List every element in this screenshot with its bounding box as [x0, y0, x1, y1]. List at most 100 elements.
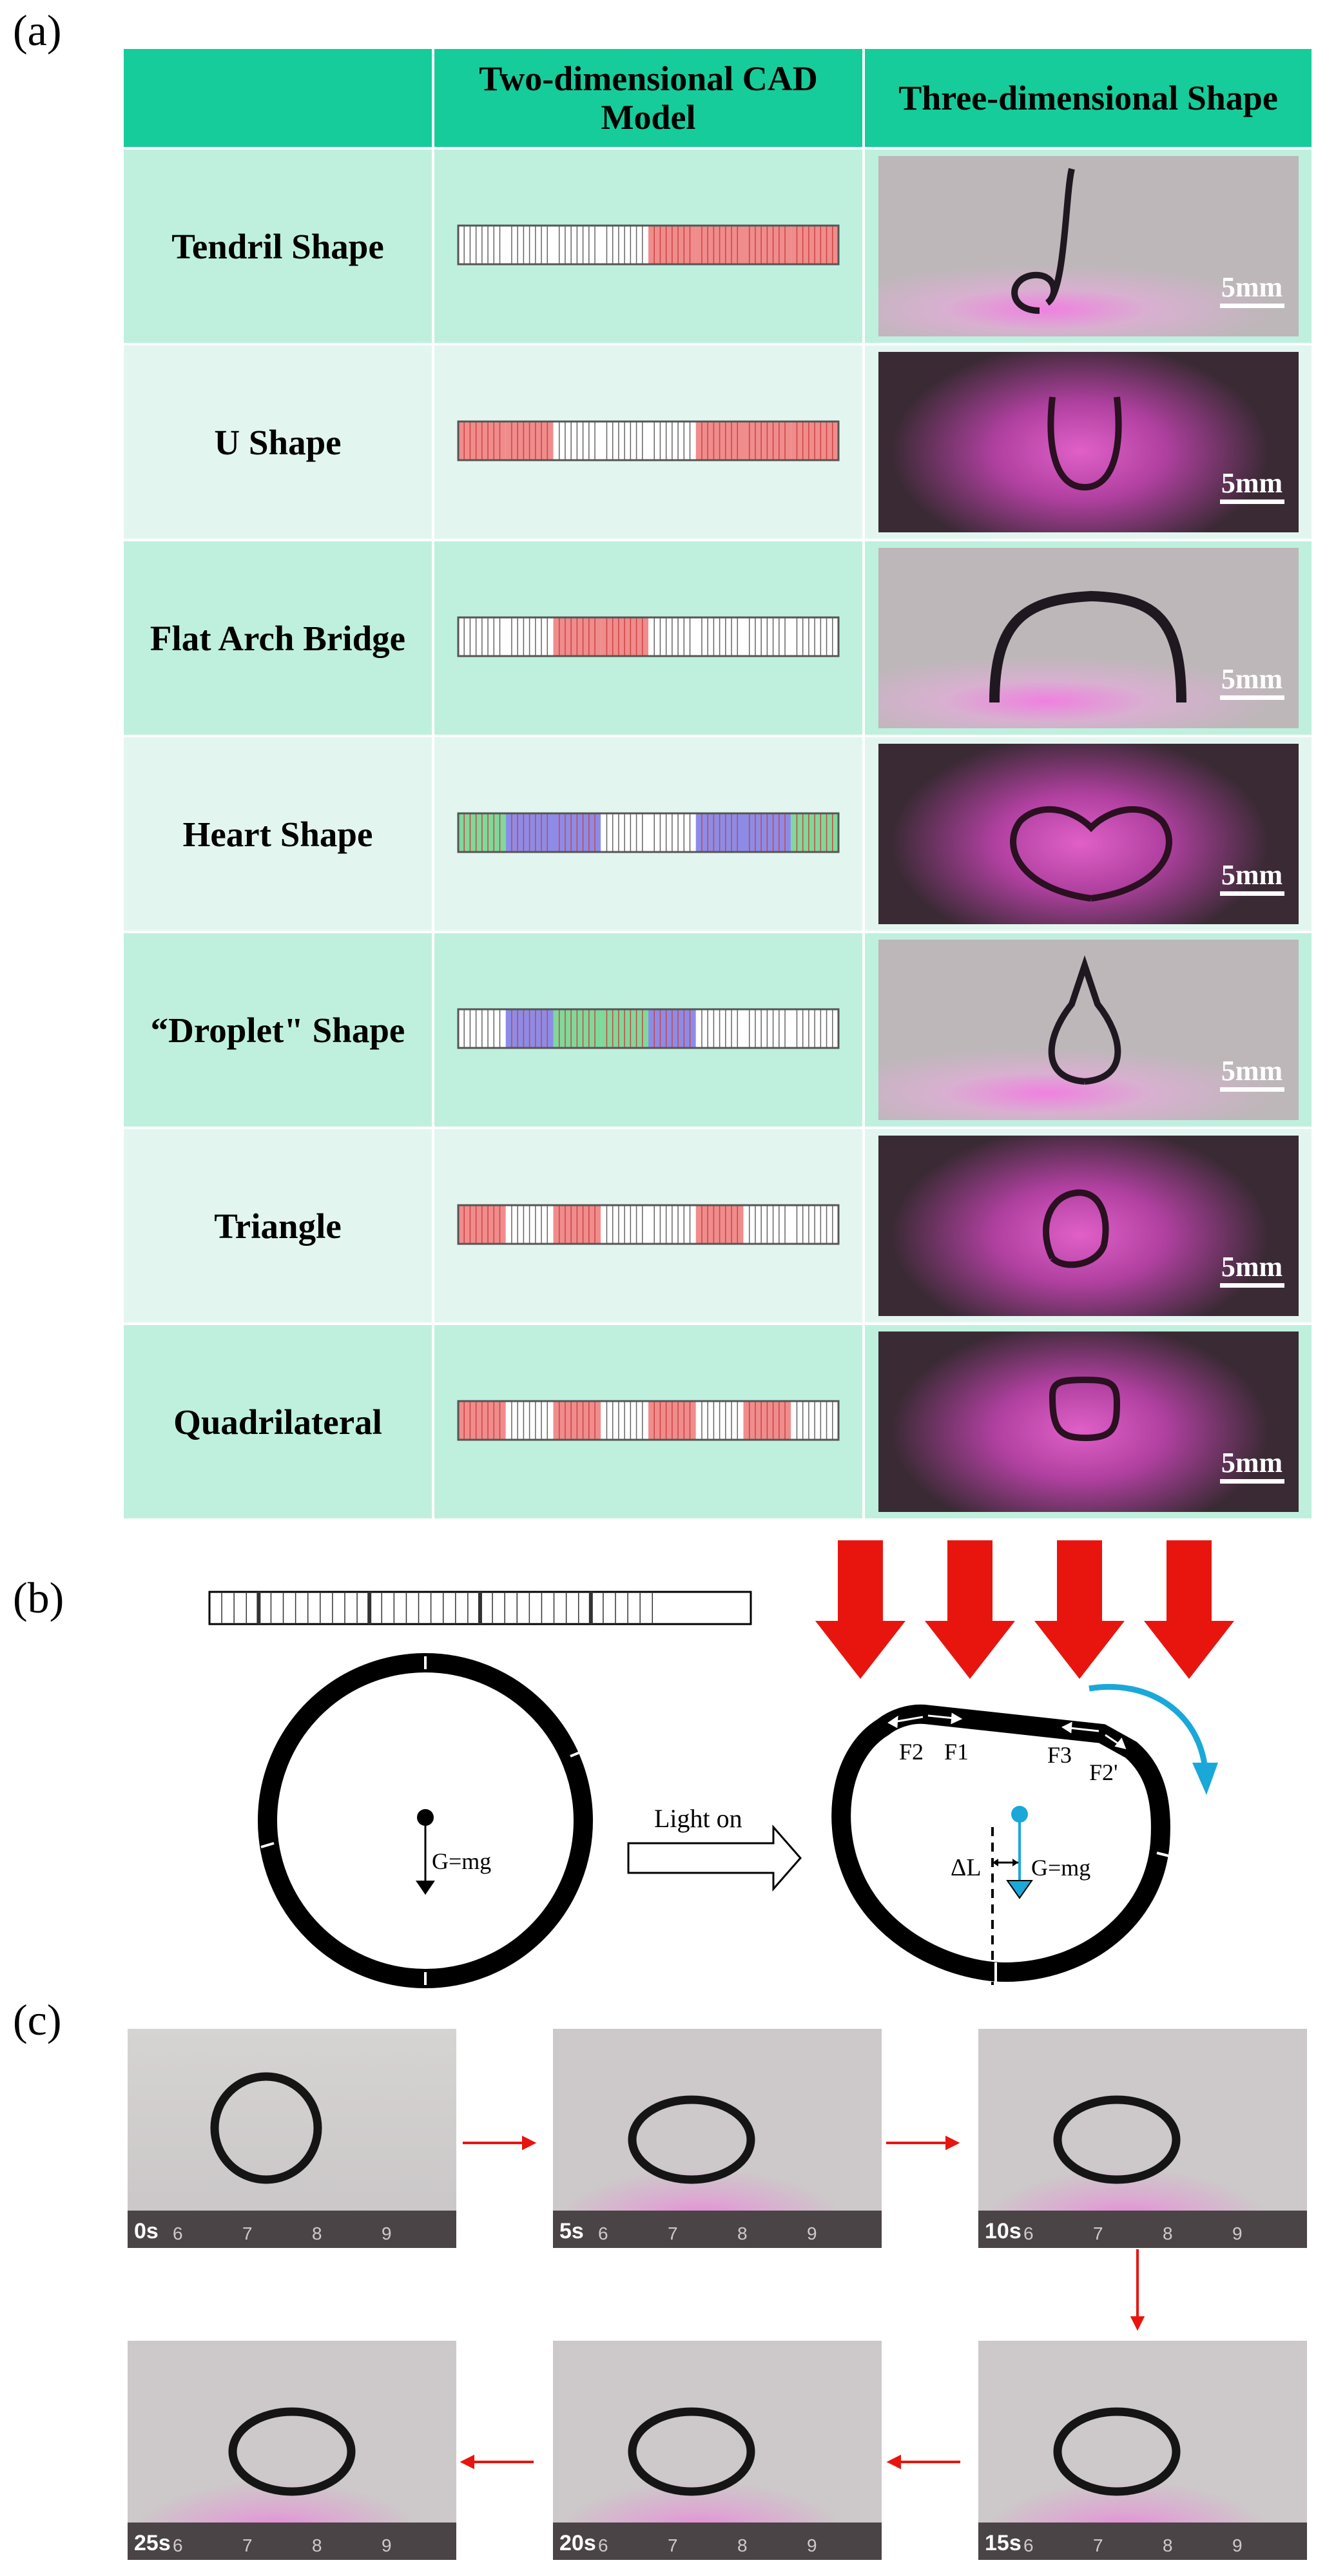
shape-outline: [989, 590, 1186, 703]
force-label-f2-prime: F2': [1089, 1759, 1118, 1785]
table-row: Quadrilateral 5mm: [121, 1322, 1314, 1521]
cad-strip: [457, 1400, 840, 1440]
scale-bar: 5mm: [1219, 1446, 1284, 1486]
scale-bar: 5mm: [1219, 1054, 1284, 1094]
ruler-number: 6: [173, 2223, 183, 2243]
ruler-number: 6: [173, 2535, 183, 2555]
shape-name: “Droplet" Shape: [121, 931, 434, 1129]
shape-outline: [1049, 1376, 1120, 1442]
table-header-row: Two-dimensional CAD Model Three-dimensio…: [121, 46, 1314, 150]
shape-name: Tendril Shape: [121, 147, 434, 345]
light-on-arrow: [627, 1825, 802, 1892]
shape-name: Flat Arch Bridge: [121, 539, 434, 737]
cad-model-cell: [432, 343, 865, 541]
header-name: [121, 46, 434, 150]
scale-bar-label: 5mm: [1221, 859, 1283, 891]
scale-bar-line: [1219, 1283, 1284, 1288]
ruler-number: 9: [382, 2223, 392, 2243]
cad-strip: [457, 1204, 840, 1244]
cad-strip: [457, 224, 840, 265]
cad-strip: [457, 812, 840, 853]
shape-name: Heart Shape: [121, 735, 434, 933]
ruler-number: 7: [1093, 2535, 1103, 2555]
ring-deformed: [831, 1704, 1170, 1985]
3d-shape-cell: 5mm: [862, 735, 1314, 933]
ruler-number: 7: [1093, 2223, 1103, 2243]
3d-shape-cell: 5mm: [862, 1127, 1314, 1325]
shape-outline: [1042, 1189, 1109, 1268]
cad-model-cell: [432, 931, 865, 1129]
delta-l-label: ΔL: [951, 1854, 982, 1881]
scale-bar-label: 5mm: [1221, 1055, 1283, 1087]
ruler-number: 8: [1163, 2535, 1173, 2555]
shape-name: Quadrilateral: [121, 1322, 434, 1521]
ring-photo: [628, 2095, 755, 2184]
timestamp-label: 25s: [134, 2531, 171, 2555]
scale-bar-label: 5mm: [1221, 663, 1283, 695]
light-arrow-4: [1144, 1540, 1234, 1679]
table-row: Flat Arch Bridge 5mm: [121, 539, 1314, 737]
ruler-number: 9: [807, 2223, 817, 2243]
3d-shape-cell: 5mm: [862, 147, 1314, 345]
ruler-number: 7: [668, 2535, 678, 2555]
force-label-f3: F3: [1047, 1742, 1072, 1768]
shape-photo: 5mm: [878, 352, 1299, 532]
cad-model-cell: [432, 1322, 865, 1521]
header-3d: Three-dimensional Shape: [862, 46, 1314, 150]
ruler-number: 9: [1232, 2535, 1243, 2555]
scale-bar: 5mm: [1219, 1250, 1284, 1290]
light-arrow-3: [1034, 1540, 1125, 1679]
scale-bar-line: [1219, 695, 1284, 700]
rotation-arrow: [1089, 1683, 1208, 1770]
table-row: Heart Shape 5mm: [121, 735, 1314, 933]
light-arrows: [815, 1540, 1234, 1679]
timestamp-label: 5s: [559, 2219, 584, 2243]
shape-photo: 5mm: [878, 548, 1299, 728]
scale-bar-label: 5mm: [1221, 1251, 1283, 1283]
timestamp-label: 0s: [134, 2219, 159, 2243]
ring-photo: [628, 2407, 755, 2496]
shape-photo: 5mm: [878, 1136, 1299, 1316]
scale-bar-line: [1219, 1479, 1284, 1484]
timestamp-label: 10s: [985, 2219, 1021, 2243]
scale-bar: 5mm: [1219, 467, 1284, 507]
timestamp-label: 20s: [559, 2531, 596, 2555]
right-gravity-label: G=mg: [1031, 1855, 1090, 1881]
cad-model-cell: [432, 735, 865, 933]
light-arrow-1: [815, 1540, 905, 1679]
scale-bar-line: [1219, 1087, 1284, 1092]
cad-strip: [457, 1008, 840, 1049]
cad-model-cell: [432, 539, 865, 737]
table-row: Triangle 5mm: [121, 1127, 1314, 1325]
shape-photo: 5mm: [878, 744, 1299, 924]
ruler-number: 8: [737, 2535, 748, 2555]
table-row: “Droplet" Shape 5mm: [121, 931, 1314, 1129]
scale-bar-line: [1219, 304, 1284, 308]
left-gravity-label: G=mg: [432, 1848, 491, 1874]
shape-name: U Shape: [121, 343, 434, 541]
scale-bar: 5mm: [1219, 858, 1284, 898]
shape-photo: 5mm: [878, 940, 1299, 1120]
force-label-f1: F1: [944, 1739, 969, 1765]
table-row: Tendril Shape 5mm: [121, 147, 1314, 345]
panel-label-a: (a): [13, 6, 62, 55]
shape-outline: [1048, 955, 1121, 1085]
shape-name: Triangle: [121, 1127, 434, 1325]
ring-photo: [228, 2407, 356, 2496]
ruler-number: 8: [312, 2535, 322, 2555]
cad-strip: [457, 420, 840, 461]
panel-label-b: (b): [13, 1573, 64, 1622]
shape-outline: [1047, 396, 1121, 491]
ruler-number: 8: [1163, 2223, 1173, 2243]
ruler-number: 9: [382, 2535, 392, 2555]
scale-bar-line: [1219, 891, 1284, 896]
panel-label-c: (c): [13, 1995, 62, 2044]
ring-photo: [210, 2072, 322, 2184]
ring-initial: [258, 1653, 593, 1988]
